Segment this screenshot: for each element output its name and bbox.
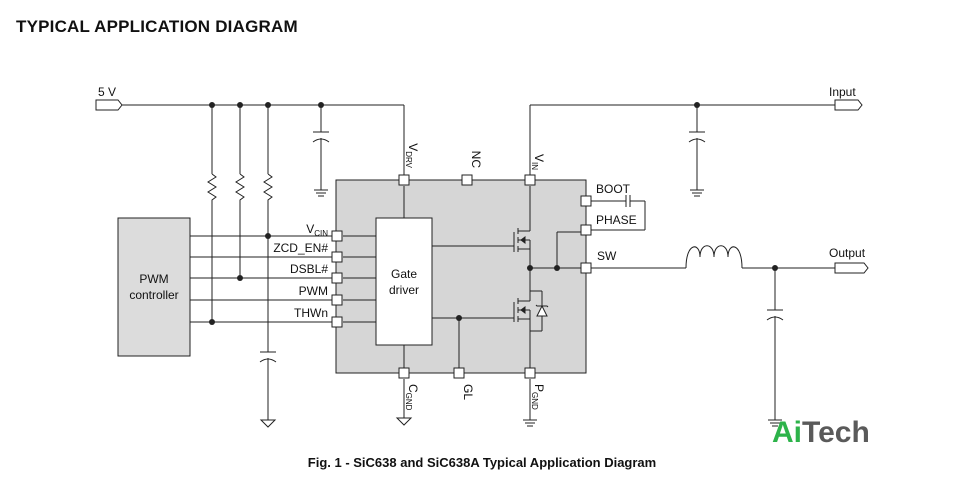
pin-vdrv [398,174,410,186]
driver-label: driver [389,283,419,297]
label-cgnd: CGND [404,384,420,411]
port-input [834,99,863,111]
controller-label: controller [129,288,178,302]
pin-sw [580,262,592,274]
inductor [685,245,743,269]
pin-vin [524,174,536,186]
resistor-2 [235,173,245,278]
pin-thwn [331,316,343,328]
aitech-logo: AiTech [772,416,870,449]
pin-nc [461,174,473,186]
pwm-label: PWM [139,272,168,286]
pin-cgnd [398,367,410,379]
resistor-1 [207,173,217,322]
label-zcd-en: ZCD_EN# [273,241,328,255]
pin-phase [580,224,592,236]
figure-caption: Fig. 1 - SiC638 and SiC638A Typical Appl… [307,455,657,470]
label-dsbl: DSBL# [290,262,328,276]
label-vin: VIN [530,154,546,170]
pin-pgnd [524,367,536,379]
label-output: Output [829,246,866,260]
label-vcin: VCIN [306,222,328,238]
label-thwn: THWn [294,306,328,320]
pin-dsbl [331,272,343,284]
pwm-controller-block [117,217,191,357]
pin-pwm [331,294,343,306]
pin-gl [453,367,465,379]
port-5v [95,99,123,111]
label-boot: BOOT [596,182,631,196]
resistor-3 [263,173,273,236]
pin-boot [580,195,592,207]
pin-vcin [331,230,343,242]
ic-body [335,179,587,374]
port-output [834,262,869,274]
label-pgnd: PGND [530,384,546,410]
gate-label: Gate [391,267,417,281]
label-5v: 5 V [98,85,116,99]
gate-driver-block [375,217,433,346]
label-gl: GL [461,384,475,400]
page-title: TYPICAL APPLICATION DIAGRAM [16,17,298,36]
label-sw: SW [597,249,617,263]
pin-zcd-en [331,251,343,263]
label-pwm-pin: PWM [299,284,328,298]
label-input: Input [829,85,856,99]
label-phase: PHASE [596,213,637,227]
label-vdrv: VDRV [404,143,420,168]
label-nc: NC [469,151,483,169]
